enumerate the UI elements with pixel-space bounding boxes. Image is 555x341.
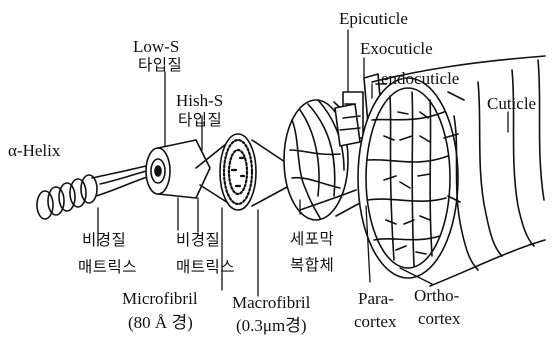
endocuticle-label: endocuticle: [381, 70, 459, 87]
low-s-label: Low-S: [133, 38, 179, 55]
macrofibril-size-label: (0.3μm경): [236, 317, 307, 334]
cell-membrane-complex-label: 세포막: [290, 232, 334, 248]
fiber-cross-section-drawing: [358, 78, 458, 278]
paracortex-label: Para-: [358, 290, 394, 307]
orthocortex-label: Ortho-: [414, 287, 459, 304]
epicuticle-label: Epicuticle: [339, 10, 408, 27]
orthocortex-sub-label: cortex: [418, 310, 460, 327]
matrix-sub-label-left: 매트릭스: [78, 260, 137, 276]
high-s-label: Hish-S: [176, 92, 223, 109]
cell-membrane-complex-sub-label: 복합체: [290, 258, 334, 274]
macrofibril-label: Macrofibril: [232, 294, 310, 311]
matrix-label-right: 비경질: [176, 233, 220, 249]
high-s-sub-label: 타입질: [178, 113, 222, 129]
microfibril-size-label: (80 Å 경): [128, 314, 193, 331]
cuticle-label: Cuticle: [487, 95, 536, 112]
matrix-sub-label-right: 매트릭스: [176, 260, 235, 276]
matrix-label-left: 비경질: [82, 233, 126, 249]
alpha-helix-label: α-Helix: [8, 142, 60, 159]
microfibril-drawing: [146, 140, 210, 198]
alpha-helix-drawing: [37, 165, 150, 219]
exocuticle-label: Exocuticle: [360, 40, 433, 57]
paracortex-sub-label: cortex: [354, 313, 396, 330]
microfibril-label: Microfibril: [122, 290, 198, 307]
low-s-sub-label: 타입질: [138, 58, 182, 74]
